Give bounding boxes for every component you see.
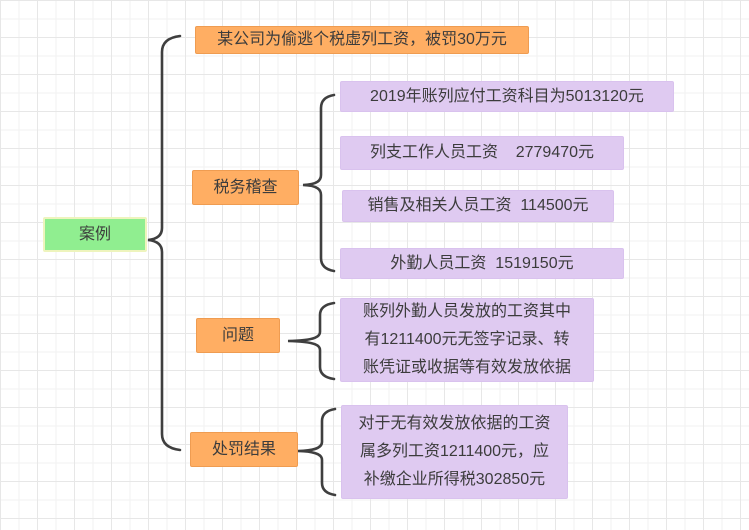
leaf-node-issue-detail[interactable]: 账列外勤人员发放的工资其中 有1211400元无签字记录、转 账凭证或收据等有效…: [340, 298, 594, 382]
brace-penalty: [297, 407, 337, 497]
leaf-node-penalty-detail[interactable]: 对于无有效发放依据的工资 属多列工资1211400元，应 补缴企业所得税3028…: [341, 405, 568, 499]
branch-node-issue[interactable]: 问题: [196, 318, 280, 353]
brace-tax-audit: [302, 93, 336, 273]
brace-root: [147, 34, 182, 452]
leaf-node-sales-wages[interactable]: 销售及相关人员工资 114500元: [342, 190, 614, 222]
branch-node-penalty-result[interactable]: 处罚结果: [190, 432, 298, 467]
leaf-node-staff-wages[interactable]: 列支工作人员工资 2779470元: [340, 136, 624, 170]
branch-node-tax-audit[interactable]: 税务稽查: [192, 170, 299, 205]
case-summary-node[interactable]: 某公司为偷逃个税虚列工资，被罚30万元: [195, 26, 529, 54]
leaf-node-field-wages[interactable]: 外勤人员工资 1519150元: [340, 248, 624, 279]
root-topic-node[interactable]: 案例: [43, 217, 147, 252]
leaf-node-payroll-account[interactable]: 2019年账列应付工资科目为5013120元: [340, 81, 674, 112]
brace-issue: [287, 301, 336, 381]
